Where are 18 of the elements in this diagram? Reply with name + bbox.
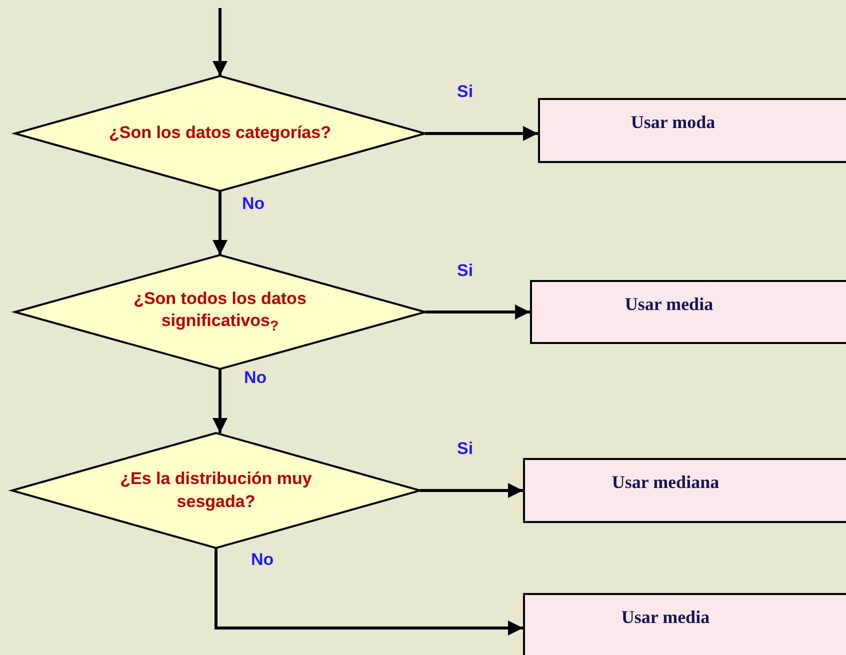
result-text: Usar mediana [612,472,720,493]
arrow [425,304,530,320]
result-text: Usar media [621,607,711,628]
arrow [425,126,538,141]
arrow [420,483,523,498]
decision-question: ¿Son los datos categorías? [108,122,332,144]
process-box [538,98,846,163]
process-box [523,458,846,523]
decision-question: ¿Es la distribución muy sesgada? [119,468,313,513]
arrow [212,191,228,255]
arrow [212,369,228,433]
decision-question: ¿Son todos los datos significativos$_{?}$ [132,288,308,336]
process-box [530,280,846,344]
arrow [214,548,523,636]
process-box [523,593,846,655]
result-text: Usar media [624,294,714,315]
result-text: Usar moda [630,112,716,133]
arrow [212,8,228,76]
